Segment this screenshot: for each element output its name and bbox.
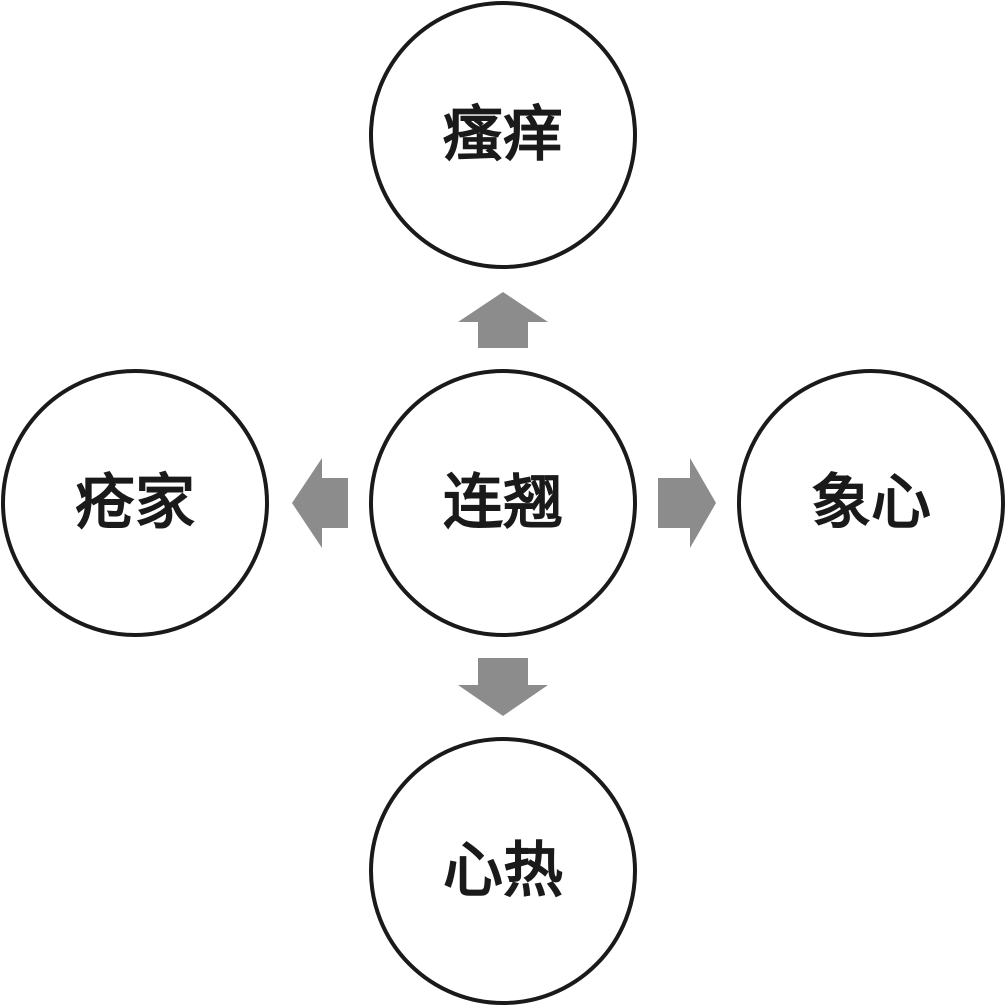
node-left: 疮家	[1, 369, 269, 637]
node-top-label: 瘙痒	[443, 100, 563, 170]
node-top: 瘙痒	[369, 1, 637, 269]
node-top-circle	[369, 1, 637, 269]
node-right-label: 象心	[811, 468, 931, 538]
node-bottom-label: 心热	[443, 836, 563, 906]
arrow-up-icon	[458, 292, 548, 348]
node-center: 连翘	[369, 369, 637, 637]
node-left-circle	[1, 369, 269, 637]
node-bottom-circle	[369, 737, 637, 1005]
arrow-left-icon	[292, 458, 348, 548]
node-right-circle	[737, 369, 1005, 637]
node-bottom: 心热	[369, 737, 637, 1005]
node-left-label: 疮家	[75, 468, 195, 538]
node-right: 象心	[737, 369, 1005, 637]
arrow-right-icon	[658, 458, 716, 548]
node-center-circle	[369, 369, 637, 637]
arrow-down-icon	[458, 658, 548, 716]
node-center-label: 连翘	[443, 468, 563, 538]
